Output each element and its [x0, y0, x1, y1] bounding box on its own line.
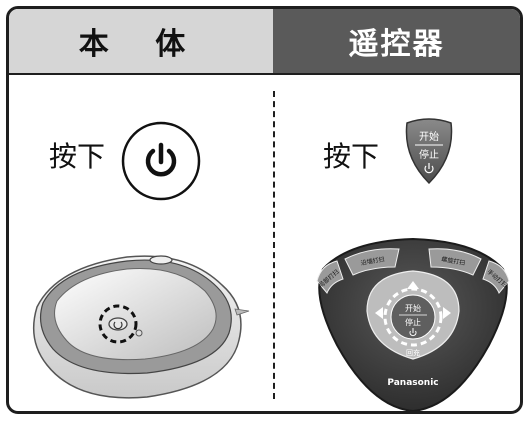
key-spiral-clean[interactable]: 螺旋打扫 — [428, 248, 482, 276]
key-return-label[interactable]: 回充 — [406, 348, 420, 357]
robot-vacuum-illustration — [32, 255, 250, 399]
header-main-unit: 本 体 — [9, 9, 273, 73]
power-icon — [424, 163, 434, 174]
power-icon — [409, 328, 417, 337]
stop-label: 停止 — [419, 148, 439, 161]
brand-logo: Panasonic — [387, 378, 438, 388]
remote-start-stop-button[interactable]: 开始 停止 — [401, 117, 457, 187]
power-icon — [145, 142, 177, 177]
column-divider — [273, 91, 275, 399]
header-divider — [9, 73, 520, 75]
key-edge-clean[interactable]: 沿墙打扫 — [344, 248, 400, 276]
main-unit-instruction: 按下 — [49, 140, 106, 173]
start-label: 开始 — [419, 130, 439, 143]
main-power-button[interactable] — [121, 121, 201, 201]
remote-control-illustration: 局部打扫 沿墙打扫 螺旋打扫 手动打扫 开始 停止 回 — [316, 237, 510, 411]
key-stop-label: 停止 — [405, 317, 421, 327]
instruction-panel: 本 体 遥控器 按下 按下 — [6, 6, 523, 414]
key-start-label: 开始 — [405, 303, 421, 313]
header-remote: 遥控器 — [273, 9, 520, 73]
remote-instruction: 按下 — [323, 140, 380, 173]
key-start-stop[interactable]: 开始 停止 — [383, 287, 443, 347]
